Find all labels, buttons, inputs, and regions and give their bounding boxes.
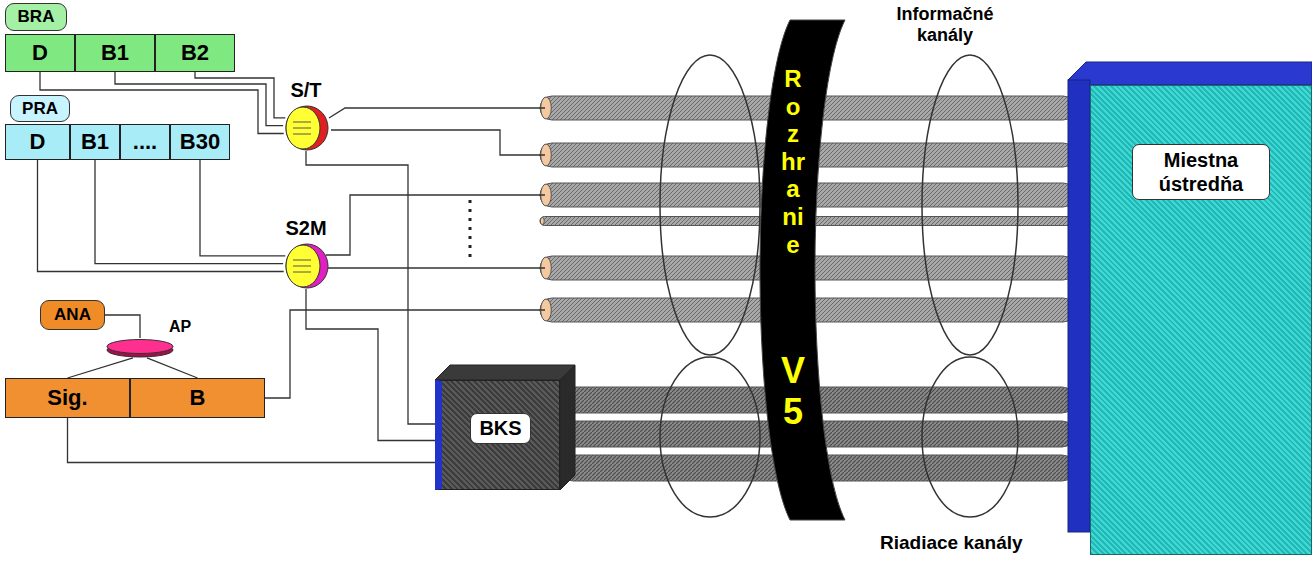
local-exchange: Miestna ústredňa [1090,85,1312,555]
interface-label: S/T [290,79,321,102]
adapter-disk: AP [105,338,175,358]
interface-label: S2M [285,217,326,240]
connector-line [68,418,436,463]
connector-line [195,72,285,118]
block-label: BKS [470,413,530,444]
channel-label: B1 [101,40,129,66]
interface-point: S/T [283,105,329,151]
circle-rim [286,106,328,150]
channel-label: D [32,40,48,66]
tag-label: ANA [54,305,91,325]
wire [328,267,545,268]
channel-cell: D [5,34,75,72]
circle-mark [293,134,311,135]
channel-cell: Sig. [5,378,130,418]
interface-name: Rozhranie [781,65,805,258]
exchange-side [1068,80,1090,532]
wire [331,130,545,155]
interface-tag: BRA [5,3,67,31]
channel-cell: .... [120,124,170,160]
group-outline [922,357,1018,517]
channel-label: D [30,129,46,155]
connector-line [147,358,198,378]
tube-wires [265,108,545,398]
group-heading: Riadiace kanály [880,532,1023,554]
channel-groups [660,55,1018,517]
exchange-top [1068,62,1312,85]
interface-band: RozhranieV5 [745,20,845,520]
tag-label: BRA [18,7,55,27]
bks-block: BKS [435,380,560,490]
circle-mark [293,266,311,267]
tube-end [540,218,544,225]
wire [329,108,545,118]
ellipsis-dots [469,200,472,262]
circle-face [286,107,320,149]
connector-line [105,315,140,338]
group-outline [922,55,1018,355]
circle-mark [293,260,311,261]
adapter-label: AP [169,318,191,336]
connector-line [95,160,283,264]
group-heading: Informačné kanály [875,4,1015,45]
channel-cell: B [130,378,265,418]
channel-label: Sig. [47,385,87,411]
circle-mark [293,272,311,273]
group-outline [660,357,760,517]
band-ribbon [760,20,845,520]
interface-point: S2M [283,243,329,289]
channel-label: B [190,385,206,411]
connector-line [115,72,283,126]
circle-mark [293,128,311,129]
disk-top [107,340,173,354]
disk-shape [105,338,175,358]
bks-top [435,365,575,380]
exchange-label: Miestna ústredňa [1132,144,1270,200]
circle-face [286,245,320,287]
tag-label: PRA [22,99,58,119]
channel-cell: B30 [170,124,230,160]
channel-label: B30 [180,129,220,155]
channel-cell: D [5,124,70,160]
channel-label: .... [133,129,157,155]
channel-cell: B1 [75,34,155,72]
channel-label: B1 [81,129,109,155]
group-outline [660,55,760,355]
bks-side [560,365,575,490]
interface-circle [283,105,329,151]
connector-line [306,289,435,441]
interface-tag: ANA [40,300,105,330]
connector-line [200,160,285,256]
interface-id: V5 [775,350,811,433]
interface-circle [283,243,329,289]
circle-mark [293,122,311,123]
circle-rim [286,244,328,288]
wire [326,195,545,255]
connector-line [306,151,435,424]
channel-label: B2 [181,40,209,66]
connector-line [38,160,284,272]
interface-tag: PRA [10,95,70,122]
channel-cell: B2 [155,34,235,72]
channel-cell: B1 [70,124,120,160]
connector-line [68,358,134,378]
